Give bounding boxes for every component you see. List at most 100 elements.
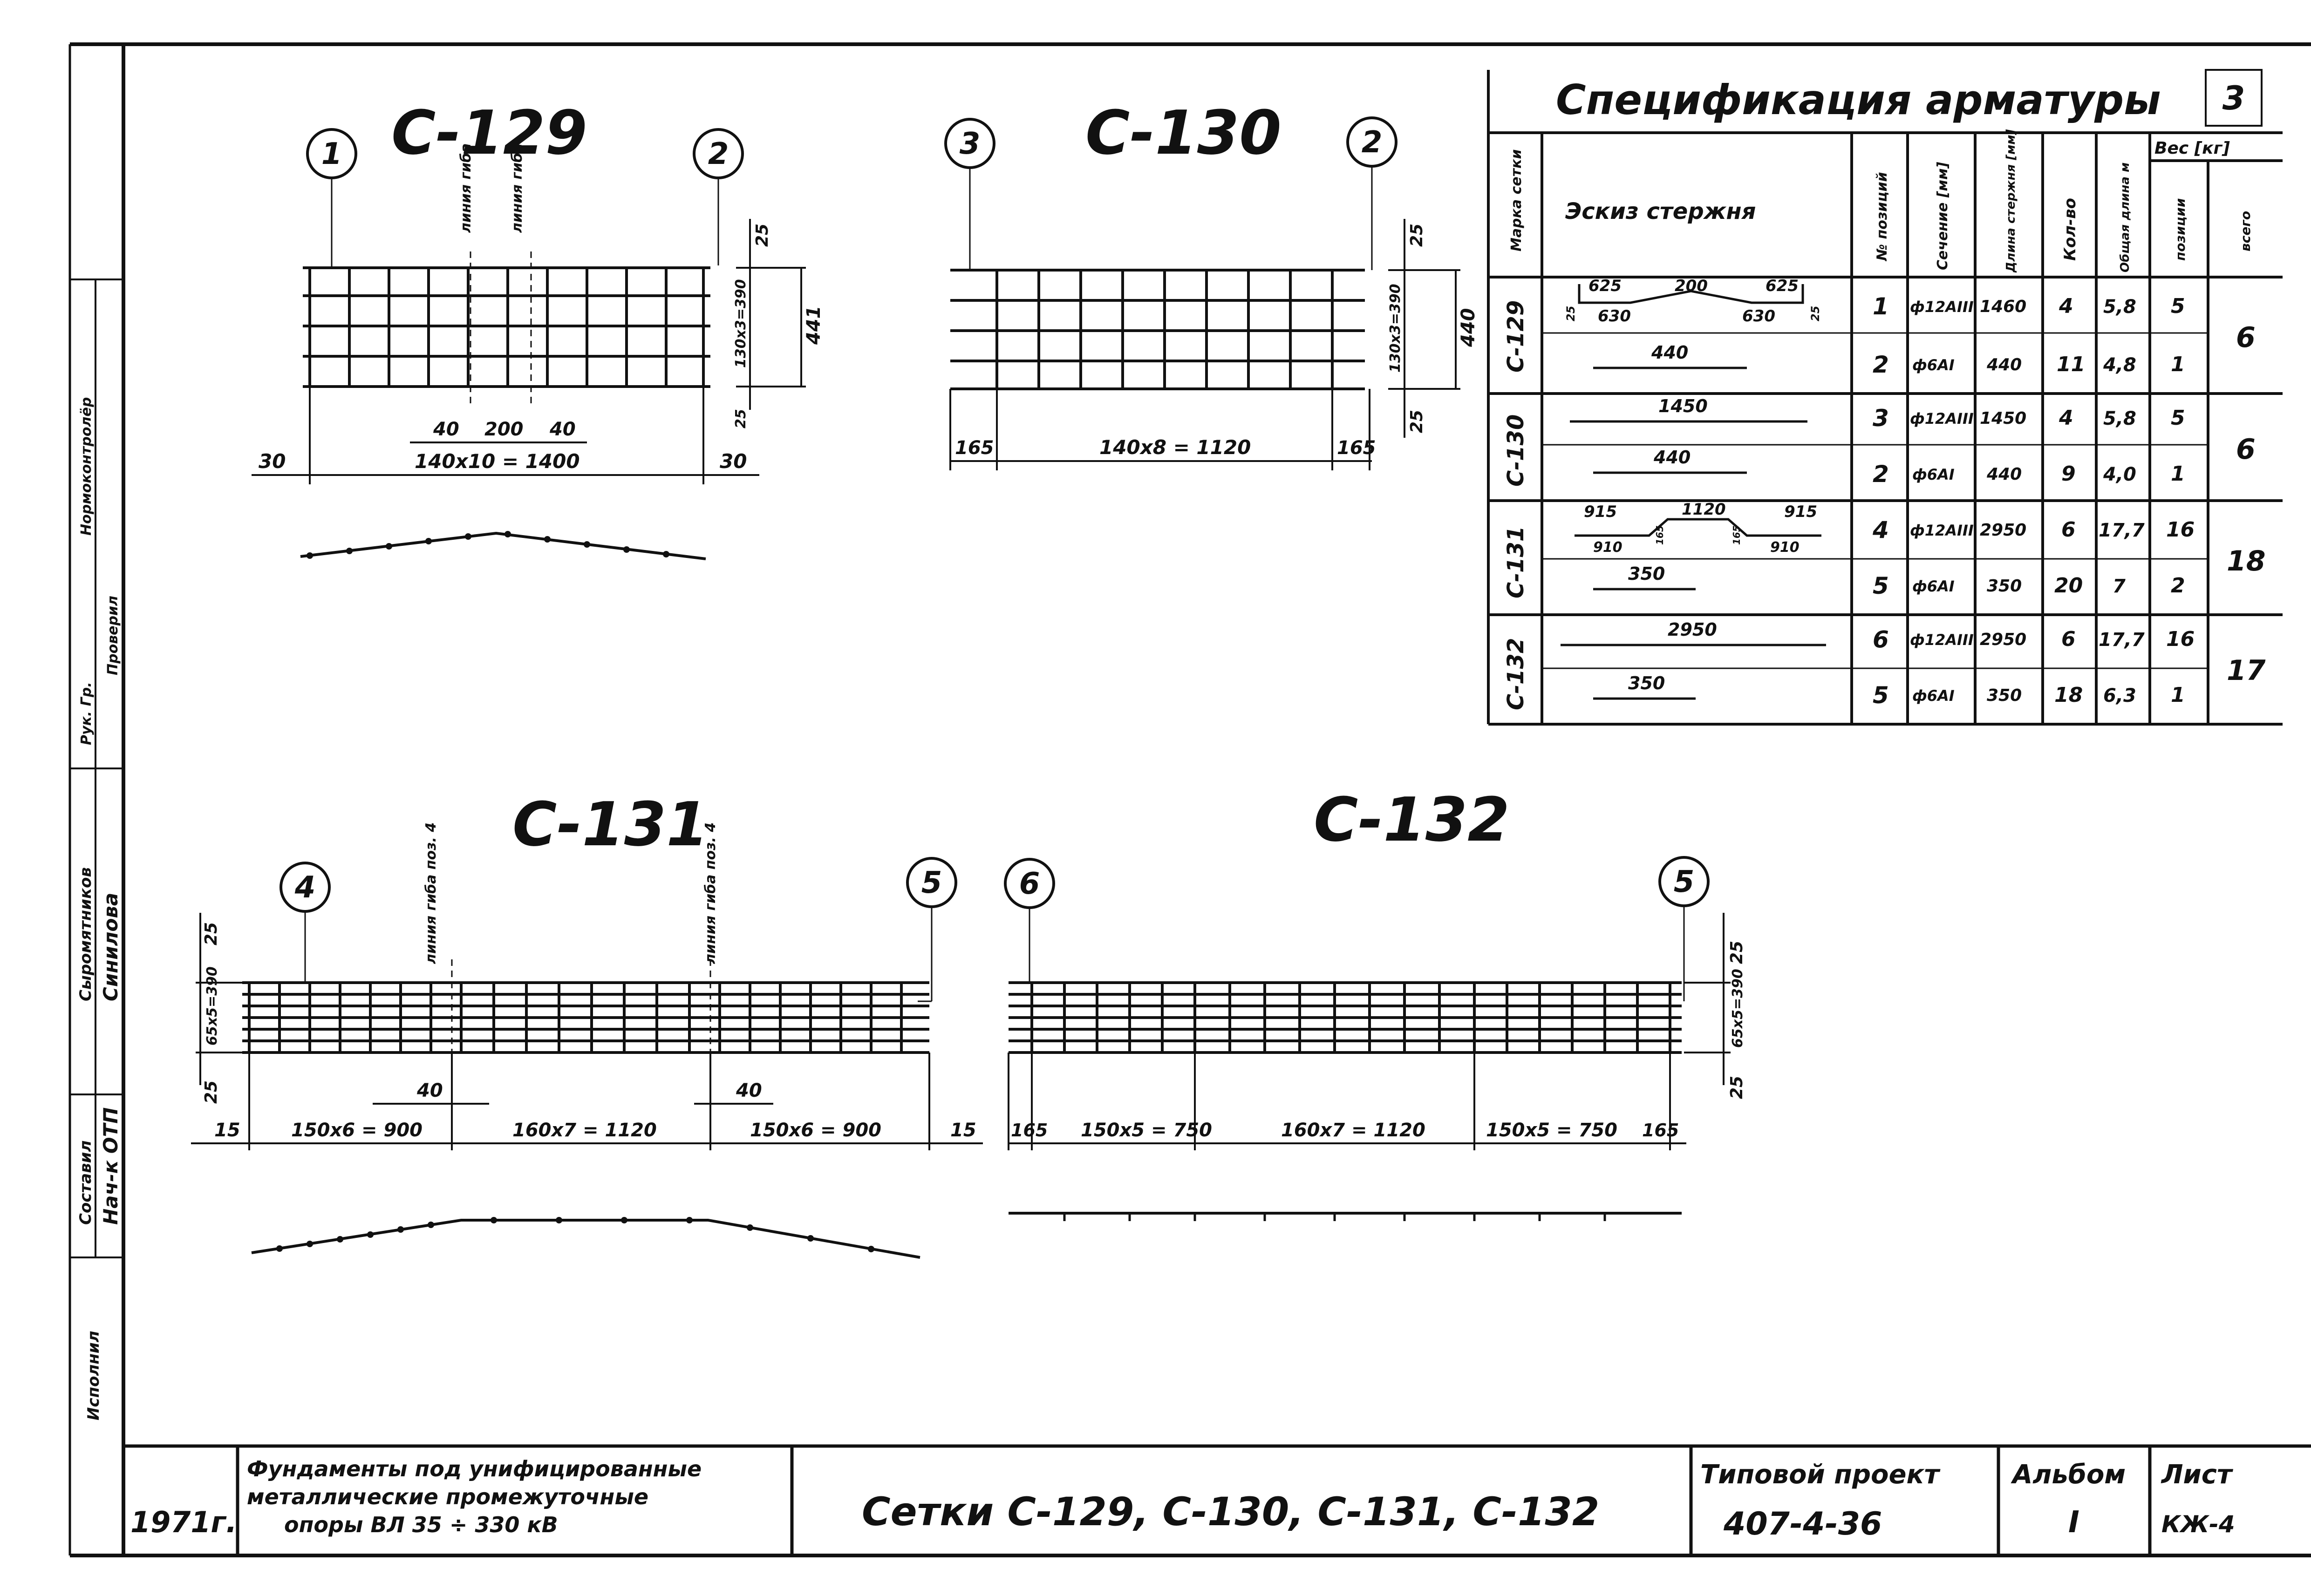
dim-c131-s3: 150х6 = 900 <box>750 1120 881 1141</box>
tb-desc-line2: металлические промежуточные <box>247 1484 648 1509</box>
mesh-title-c131: С-131 <box>512 789 709 860</box>
cell-pos: 2 <box>1873 461 1889 488</box>
sketch-r5-c: 915 <box>1784 503 1817 521</box>
dim-c130-edge-left: 165 <box>955 437 994 459</box>
spec-mark-c130: С-130 <box>1503 414 1529 487</box>
spec-row-6: 5 ф6АI 350 20 7 2 <box>1873 572 2185 599</box>
spec-header-section: Сечение [мм] <box>1935 162 1951 270</box>
sketch-r1-a: 625 <box>1588 277 1622 295</box>
spec-sheet-box <box>2205 69 2263 127</box>
cell-section: ф6АI <box>1912 577 1955 595</box>
dim-c129-40a: 40 <box>433 419 459 440</box>
pos-label-c132-right: 5 <box>1674 865 1695 899</box>
mesh-title-c130: С-130 <box>1085 97 1282 168</box>
tb-album-label: Альбом <box>2011 1460 2126 1490</box>
dim-c129-top: 25 <box>753 224 772 247</box>
cell-qty: 11 <box>2057 353 2085 376</box>
spec-row-lines <box>1542 332 2208 669</box>
spec-sketch-r2: 440 <box>1593 342 1747 369</box>
sketch-r3-len: 1450 <box>1658 396 1708 416</box>
mesh-c129: С-129 1 2 линия гиба линия гиба <box>252 97 825 560</box>
dim-c131-40a: 40 <box>416 1080 443 1101</box>
cell-section: ф6АI <box>1912 466 1955 483</box>
dim-c131-top: 25 <box>202 922 221 945</box>
spec-row-1: 1 ф12АIII 1460 4 5,8 5 <box>1873 293 2185 320</box>
dim-c129-total: 441 <box>803 306 825 346</box>
sketch-r1-g: 25 <box>1809 306 1822 321</box>
tb-desc-line3: опоры ВЛ 35 ÷ 330 кВ <box>284 1512 558 1537</box>
dim-c131-40b: 40 <box>736 1080 762 1101</box>
cell-section: ф12АIII <box>1910 298 1974 316</box>
spec-total-c130: 6 <box>2236 433 2256 466</box>
strip-label-role5: Исполнил <box>84 1331 103 1420</box>
tb-sheet-label: Лист <box>2161 1460 2234 1490</box>
dim-c132-bot: 25 <box>1727 1076 1746 1099</box>
spec-row-5: 4 ф12АIII 2950 6 17,7 16 <box>1872 516 2195 543</box>
spec-header-sketch: Эскиз стержня <box>1565 198 1756 224</box>
cell-total-len: 6,3 <box>2103 685 2136 706</box>
dim-c129-bot: 25 <box>733 409 749 428</box>
cell-weight-pos: 1 <box>2171 353 2185 376</box>
strip-label-role3: Нормоконтролёр <box>78 397 95 536</box>
pos-label-c131-left: 4 <box>294 870 316 905</box>
dim-c131-vert: 65х5=390 <box>204 966 220 1046</box>
dim-c132-s2: 160х7 = 1120 <box>1281 1120 1425 1141</box>
dim-c130-top: 25 <box>1407 224 1426 247</box>
strip-label-role2: Рук. Гр. <box>78 682 95 745</box>
spec-header-qty: Кол-во <box>2061 198 2079 261</box>
sketch-r4-len: 440 <box>1653 447 1691 468</box>
cell-total-len: 5,8 <box>2103 408 2136 429</box>
cell-section: ф6АI <box>1912 356 1955 374</box>
sketch-r5-e: 910 <box>1770 539 1800 556</box>
cell-total-len: 4,0 <box>2103 464 2136 485</box>
dim-c129-edge-right: 30 <box>720 450 747 473</box>
profile-ticks-c132 <box>1063 1213 1606 1221</box>
spec-header-weight-pos: позиции <box>2173 198 2188 261</box>
strip-label-name1: Синилова <box>99 893 122 1001</box>
cell-qty: 4 <box>2059 406 2073 430</box>
spec-total-c129: 6 <box>2236 321 2256 354</box>
strip-label-name2: Сыромятников <box>76 867 95 1001</box>
spec-grid <box>1487 70 2283 726</box>
cell-weight-pos: 5 <box>2171 406 2185 430</box>
cell-weight-pos: 16 <box>2166 627 2195 651</box>
cell-qty: 9 <box>2061 462 2076 486</box>
mesh-grid-c129 <box>303 251 710 405</box>
cell-length: 2950 <box>1980 521 2026 540</box>
cell-length: 1460 <box>1980 297 2026 316</box>
spec-sketch-r4: 440 <box>1593 447 1747 474</box>
spec-mark-c131: С-131 <box>1503 526 1529 598</box>
bend-profile-c131 <box>251 1219 920 1259</box>
sketch-r1-c: 625 <box>1766 277 1799 295</box>
dim-c132-top: 25 <box>1727 941 1746 964</box>
dim-c130-span: 140х8 = 1120 <box>1099 436 1251 459</box>
dim-c132-vert: 65х5=390 <box>1730 969 1746 1048</box>
bend-label-c131-1: линия гиба поз. 4 <box>423 822 439 964</box>
pos-label-c130-left: 3 <box>960 127 981 161</box>
left-strip-labels: Нач-к ОТП Синилова Сыромятников Составил… <box>76 397 122 1420</box>
spec-mark-c129: С-129 <box>1503 300 1529 373</box>
dim-c130-edge-right: 165 <box>1337 437 1376 459</box>
mesh-c132: С-132 6 5 <box>1004 784 1746 1221</box>
sheet-frame <box>68 42 2311 1557</box>
cell-qty: 20 <box>2054 574 2083 598</box>
sketch-r1-f: 25 <box>1564 306 1577 321</box>
cell-weight-pos: 2 <box>2171 574 2185 598</box>
cell-qty: 18 <box>2054 683 2083 707</box>
cell-section: ф12АIII <box>1910 410 1974 428</box>
bend-label-c129-2: линия гиба <box>509 143 525 233</box>
dim-c131-edge-left: 15 <box>214 1120 240 1141</box>
sketch-r5-d: 910 <box>1593 539 1622 556</box>
sketch-r1-e: 630 <box>1742 307 1775 326</box>
dim-c130-total: 440 <box>1458 308 1479 348</box>
profile-dots-c131 <box>276 1217 874 1252</box>
spec-header-pos: № позиций <box>1874 172 1890 262</box>
bend-label-c131-2: линия гиба поз. 4 <box>702 822 719 964</box>
spec-row-4: 2 ф6АI 440 9 4,0 1 <box>1873 461 2185 488</box>
bend-label-c129-1: линия гиба <box>458 143 474 233</box>
dim-c131-bot: 25 <box>202 1080 221 1104</box>
spec-sheet-no: 3 <box>2222 79 2245 117</box>
title-block: 1971г. Фундаменты под унифицированные ме… <box>123 1444 2311 1555</box>
spec-sketch-r1: 625 200 625 630 630 25 25 <box>1564 277 1822 326</box>
